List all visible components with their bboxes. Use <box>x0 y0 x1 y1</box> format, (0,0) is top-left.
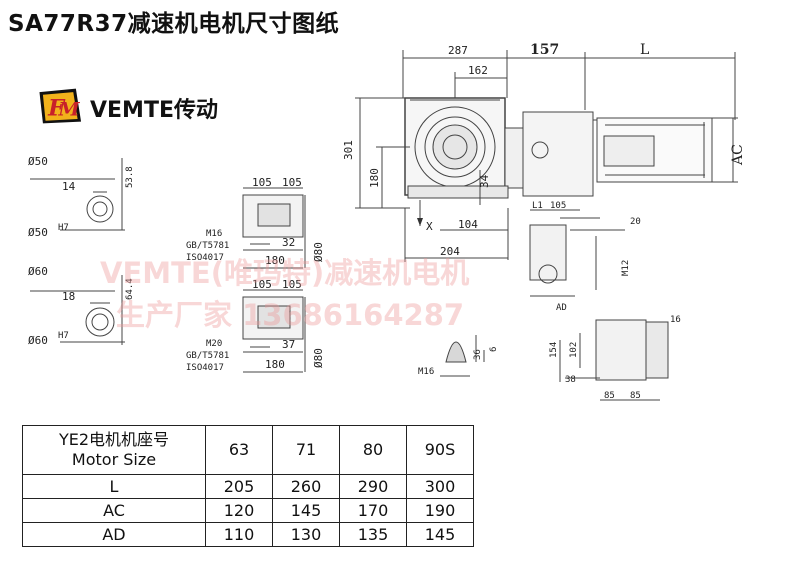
label-iso4017-b: ISO4017 <box>186 363 224 373</box>
dim-204: 204 <box>440 245 460 258</box>
dim-37: 37 <box>282 338 295 351</box>
flange-side-view <box>529 209 625 297</box>
dim-d50h7: Ø50 <box>28 226 48 239</box>
table-cell: 130 <box>272 522 340 547</box>
label-iso4017: ISO4017 <box>186 253 224 263</box>
bolt-m16 <box>440 335 485 377</box>
dim-d60: Ø60 <box>28 265 48 278</box>
label-m16-bolt: M16 <box>418 367 434 377</box>
watermark-line1: VEMTE(唯玛特)减速机电机 <box>100 256 470 290</box>
dim-38: 38 <box>565 375 576 385</box>
size-cell: 90S <box>406 425 474 475</box>
dim-105a: 105 <box>252 176 272 189</box>
label-m20: M20 <box>206 339 222 349</box>
label-gbt5781-b: GB/T5781 <box>186 351 229 361</box>
dim-ac: AC <box>730 144 746 166</box>
motor-size-table: YE2电机机座号 Motor Size 63 71 80 90S L 205 2… <box>22 425 474 547</box>
size-cell: 63 <box>205 425 273 475</box>
size-cell: 80 <box>339 425 407 475</box>
table-row: L 205 260 290 300 <box>22 474 474 499</box>
svg-text:F: F <box>47 96 66 122</box>
dim-ad: AD <box>556 303 567 313</box>
dim-6: 6 <box>489 347 499 352</box>
gearbox-bottom-view <box>559 319 669 401</box>
row-label: AD <box>22 522 206 547</box>
table-header-row: YE2电机机座号 Motor Size 63 71 80 90S <box>22 425 474 475</box>
table-row: AD 110 130 135 145 <box>22 522 474 547</box>
dim-d50: Ø50 <box>28 155 48 168</box>
dim-16: 16 <box>670 315 681 325</box>
table-row: AC 120 145 170 190 <box>22 498 474 523</box>
dim-53-8: 53.8 <box>125 166 135 188</box>
dim-105e: 105 <box>550 201 566 211</box>
dim-h7-a: H7 <box>58 223 69 233</box>
shaft-50-section <box>30 158 125 231</box>
dim-L: L <box>640 42 649 58</box>
brand-logo: F M <box>39 88 82 124</box>
dim-180: 180 <box>368 168 381 188</box>
dim-18: 18 <box>62 290 75 303</box>
row-label: AC <box>22 498 206 523</box>
table-cell: 120 <box>205 498 273 523</box>
table-cell: 135 <box>339 522 407 547</box>
table-cell: 145 <box>406 522 474 547</box>
dim-180a: 180 <box>265 254 285 267</box>
dim-85a: 85 <box>604 391 615 401</box>
table-header-label: YE2电机机座号 Motor Size <box>22 425 206 475</box>
dim-180b: 180 <box>265 358 285 371</box>
watermark-line2: 生产厂家 13686164287 <box>116 298 465 332</box>
size-cell: 71 <box>272 425 340 475</box>
page-title: SA77R37减速机电机尺寸图纸 <box>8 11 340 37</box>
dim-85b: 85 <box>630 391 641 401</box>
dim-102: 102 <box>569 342 579 358</box>
dim-105b: 105 <box>282 176 302 189</box>
dim-105d: 105 <box>282 278 302 291</box>
dim-d80b: Ø80 <box>312 348 325 368</box>
header-en: Motor Size <box>71 450 157 469</box>
shaft-side-view-2 <box>242 289 306 373</box>
dim-154: 154 <box>549 342 559 358</box>
label-m16: M16 <box>206 229 222 239</box>
table-cell: 205 <box>205 474 273 499</box>
gearbox-side-view <box>404 97 713 199</box>
dim-l1: L1 <box>532 201 543 211</box>
label-m12: M12 <box>621 260 631 276</box>
svg-text:M: M <box>58 99 81 121</box>
dim-32: 32 <box>282 236 295 249</box>
dim-162: 162 <box>468 64 488 77</box>
table-cell: 290 <box>339 474 407 499</box>
dim-14: 14 <box>62 180 76 193</box>
shaft-60-section <box>30 275 125 345</box>
table-cell: 190 <box>406 498 474 523</box>
table-cell: 260 <box>272 474 340 499</box>
label-gbt5781: GB/T5781 <box>186 241 229 251</box>
dim-64-4: 64.4 <box>125 278 135 300</box>
dim-157: 157 <box>530 42 559 58</box>
dim-h7-b: H7 <box>58 331 69 341</box>
dim-36: 36 <box>473 349 483 360</box>
dim-105c: 105 <box>252 278 272 291</box>
table-cell: 170 <box>339 498 407 523</box>
table-cell: 110 <box>205 522 273 547</box>
header-cn: YE2电机机座号 <box>58 430 170 449</box>
table-cell: 300 <box>406 474 474 499</box>
dim-20: 20 <box>630 217 641 227</box>
dim-x: X <box>426 220 433 233</box>
dim-287: 287 <box>448 44 468 57</box>
dim-d80a: Ø80 <box>312 242 325 262</box>
shaft-side-view-1 <box>242 187 306 269</box>
dim-d60h7: Ø60 <box>28 334 48 347</box>
dim-301: 301 <box>342 140 355 160</box>
brand-name: VEMTE传动 <box>90 98 218 123</box>
dim-104: 104 <box>458 218 478 231</box>
dim-34: 34 <box>478 174 491 188</box>
table-cell: 145 <box>272 498 340 523</box>
row-label: L <box>22 474 206 499</box>
